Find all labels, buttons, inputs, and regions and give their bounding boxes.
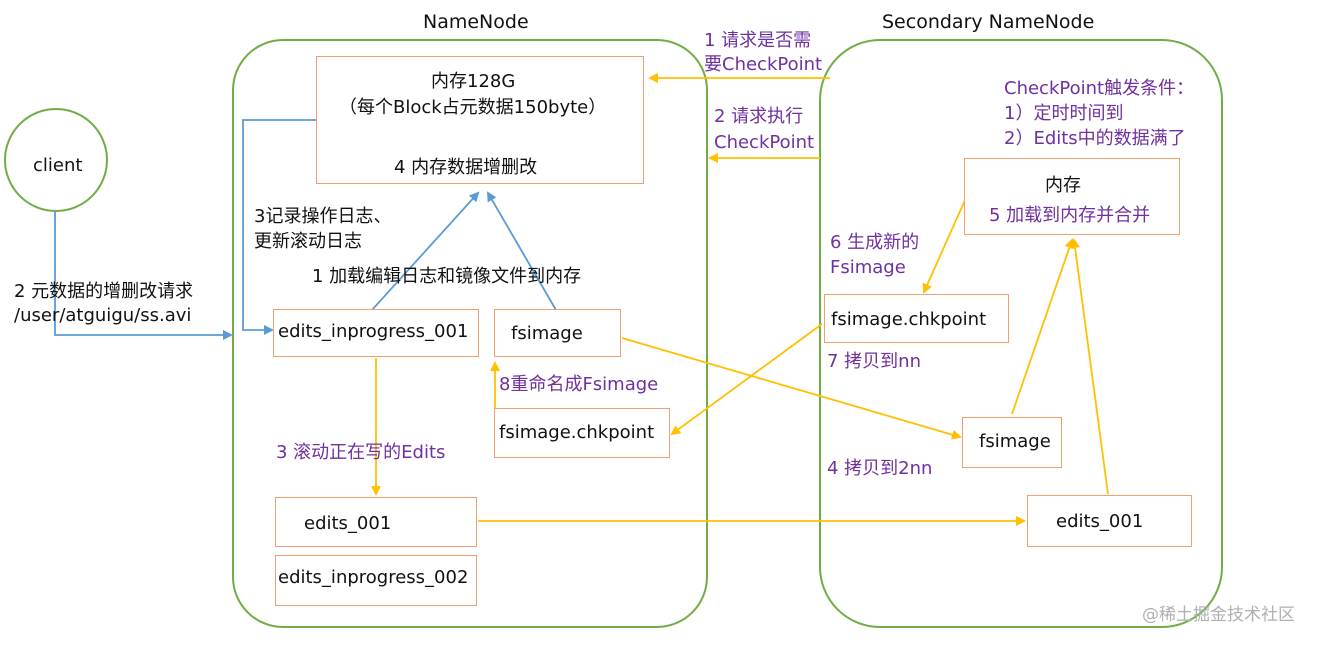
trigger-condition-1: 1）定时时间到 xyxy=(1004,103,1124,124)
trigger-condition-2: 2）Edits中的数据满了 xyxy=(1004,128,1186,149)
namenode-fsimage: fsimage xyxy=(494,309,621,357)
arrow-generate-fsimage xyxy=(922,199,966,294)
arrow-fsimage-load xyxy=(1011,238,1075,415)
namenode-edits-inprogress-001: edits_inprogress_001 xyxy=(273,309,479,357)
generate-fsimage-label-line2: Fsimage xyxy=(830,257,906,278)
namenode-container xyxy=(232,39,708,628)
file-name: edits_001 xyxy=(304,513,392,534)
file-name: fsimage.chkpoint xyxy=(831,309,987,330)
arrow-fsimage-to-2nn xyxy=(621,337,962,440)
arrow-copy-to-nn xyxy=(670,323,823,436)
secondary-memory-title: 内存 xyxy=(1045,175,1081,196)
namenode-memory-crud: 4 内存数据增删改 xyxy=(394,157,538,178)
copy-to-nn-label: 7 拷贝到nn xyxy=(827,351,921,372)
arrow-edits-load xyxy=(1070,238,1109,495)
arrow-load-edits xyxy=(371,191,480,311)
namenode-edits-inprogress-002: edits_inprogress_002 xyxy=(275,555,477,606)
secondary-namenode-container xyxy=(819,39,1223,628)
namenode-memory-size: 内存128G xyxy=(431,71,516,92)
generate-fsimage-label-line1: 6 生成新的 xyxy=(830,232,920,253)
secondary-memory-box: 内存 5 加载到内存并合并 xyxy=(964,158,1180,235)
secondary-memory-merge: 5 加载到内存并合并 xyxy=(989,205,1151,226)
arrow-record-log xyxy=(242,119,316,335)
client-node xyxy=(4,108,108,212)
ask-checkpoint-label-line2: 要CheckPoint xyxy=(704,54,823,75)
file-name: edits_inprogress_002 xyxy=(278,567,469,588)
namenode-edits-001: edits_001 xyxy=(275,497,477,547)
client-request-label-line2: /user/atguigu/ss.avi xyxy=(14,305,192,326)
secondary-fsimage-chkpoint: fsimage.chkpoint xyxy=(824,294,1009,343)
file-name: fsimage.chkpoint xyxy=(499,422,655,443)
client-request-label-line1: 2 元数据的增删改请求 xyxy=(14,281,194,302)
namenode-memory-note: （每个Block占元数据150byte） xyxy=(339,97,607,118)
record-log-label-line2: 更新滚动日志 xyxy=(254,231,362,252)
secondary-namenode-title: Secondary NameNode xyxy=(882,11,1095,33)
file-name: fsimage xyxy=(979,431,1051,452)
arrow-load-fsimage xyxy=(486,191,557,311)
file-name: edits_inprogress_001 xyxy=(278,321,469,342)
namenode-fsimage-chkpoint: fsimage.chkpoint xyxy=(494,408,670,458)
exec-checkpoint-label-line2: CheckPoint xyxy=(714,132,815,153)
arrow-client-request xyxy=(54,211,233,340)
namenode-memory-box: 内存128G （每个Block占元数据150byte） 4 内存数据增删改 xyxy=(316,56,644,184)
exec-checkpoint-label-line1: 2 请求执行 xyxy=(714,106,804,127)
namenode-title: NameNode xyxy=(423,11,529,33)
rename-label: 8重命名成Fsimage xyxy=(499,374,659,395)
trigger-title: CheckPoint触发条件： xyxy=(1004,78,1195,99)
watermark: @稀土掘金技术社区 xyxy=(1142,605,1295,625)
secondary-edits-001: edits_001 xyxy=(1027,495,1192,547)
load-label: 1 加载编辑日志和镜像文件到内存 xyxy=(312,266,582,287)
record-log-label-line1: 3记录操作日志、 xyxy=(254,206,392,227)
secondary-fsimage: fsimage xyxy=(962,417,1062,468)
roll-edits-label: 3 滚动正在写的Edits xyxy=(276,442,446,463)
file-name: edits_001 xyxy=(1056,511,1144,532)
ask-checkpoint-label-line1: 1 请求是否需 xyxy=(704,30,812,51)
file-name: fsimage xyxy=(511,323,583,344)
client-label: client xyxy=(33,155,83,176)
copy-to-2nn-label: 4 拷贝到2nn xyxy=(827,458,933,479)
